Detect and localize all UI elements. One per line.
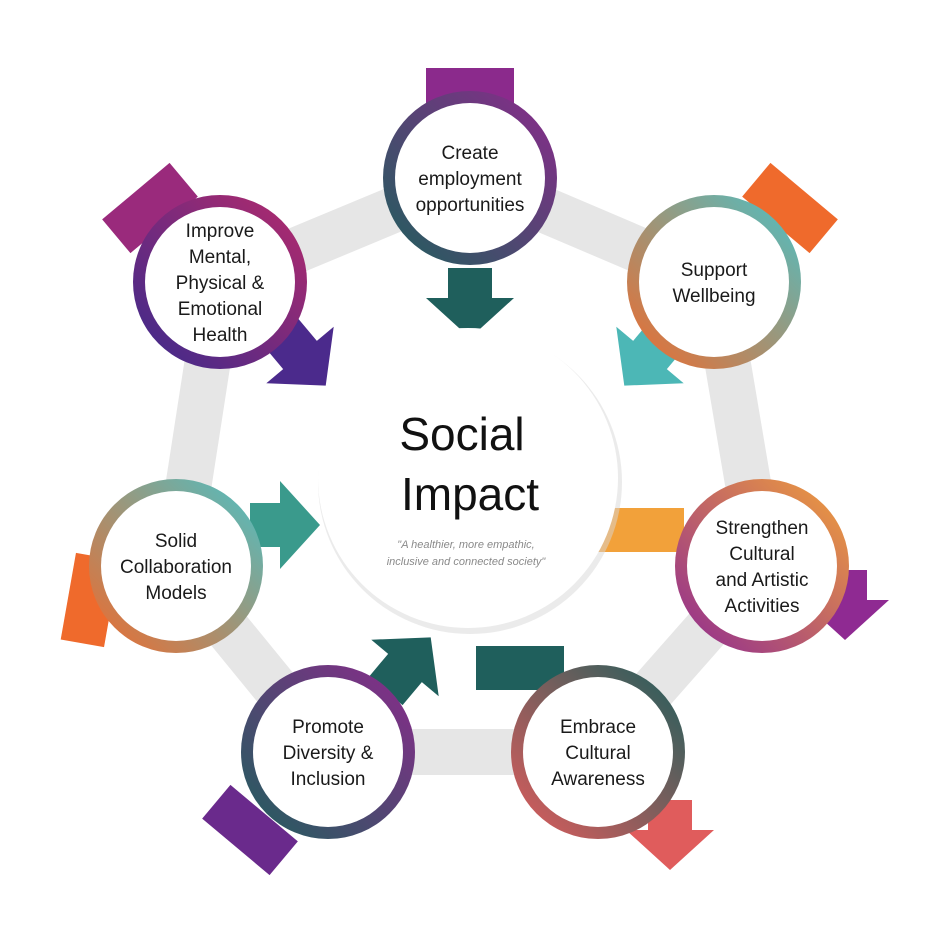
node-label: Inclusion	[291, 769, 366, 790]
arrow-head-collaboration	[250, 481, 320, 569]
node-label: Health	[193, 325, 248, 346]
center-circle	[318, 328, 618, 628]
node-label: Mental,	[189, 247, 251, 268]
node-label: opportunities	[416, 195, 525, 216]
node-label: Physical &	[176, 273, 265, 294]
node-inner	[395, 103, 545, 253]
arrow-tab-wellbeing	[742, 162, 838, 254]
node-label: Wellbeing	[672, 286, 755, 307]
node-inner	[145, 207, 295, 357]
node-label: Collaboration	[120, 557, 232, 578]
node-label: Diversity &	[283, 743, 374, 764]
node-label: Promote	[292, 717, 364, 738]
arrow-tab-diversity	[202, 784, 298, 876]
arrow-head-employment	[426, 268, 514, 338]
node-label: Solid	[155, 531, 197, 552]
center-title-line2: Impact	[401, 468, 539, 520]
node-label: Cultural	[565, 743, 630, 764]
node-inner	[253, 677, 403, 827]
node-label: Create	[441, 143, 498, 164]
node-label: Models	[145, 583, 206, 604]
node-label: Activities	[725, 596, 800, 617]
node-inner	[523, 677, 673, 827]
node-label: employment	[418, 169, 522, 190]
node-inner	[687, 491, 837, 641]
node-label: Strengthen	[716, 518, 809, 539]
node-label: Emotional	[178, 299, 263, 320]
node-label: Improve	[186, 221, 255, 242]
center-hub: Social Impact "A healthier, more empathi…	[318, 328, 622, 634]
node-inner	[101, 491, 251, 641]
node-label: Cultural	[729, 544, 794, 565]
center-subtitle-line1: "A healthier, more empathic,	[397, 539, 534, 551]
node-label: Embrace	[560, 717, 636, 738]
node-employment: Create employment opportunities	[383, 91, 557, 265]
arrow-tab-health	[102, 162, 198, 254]
node-inner	[639, 207, 789, 357]
node-label: Support	[681, 260, 748, 281]
node-label: and Artistic	[716, 570, 809, 591]
center-title-line1: Social	[399, 408, 524, 460]
center-subtitle-line2: inclusive and connected society"	[387, 556, 547, 568]
node-label: Awareness	[551, 769, 645, 790]
node-circles: CreateemploymentopportunitiesSupportWell…	[89, 91, 849, 839]
